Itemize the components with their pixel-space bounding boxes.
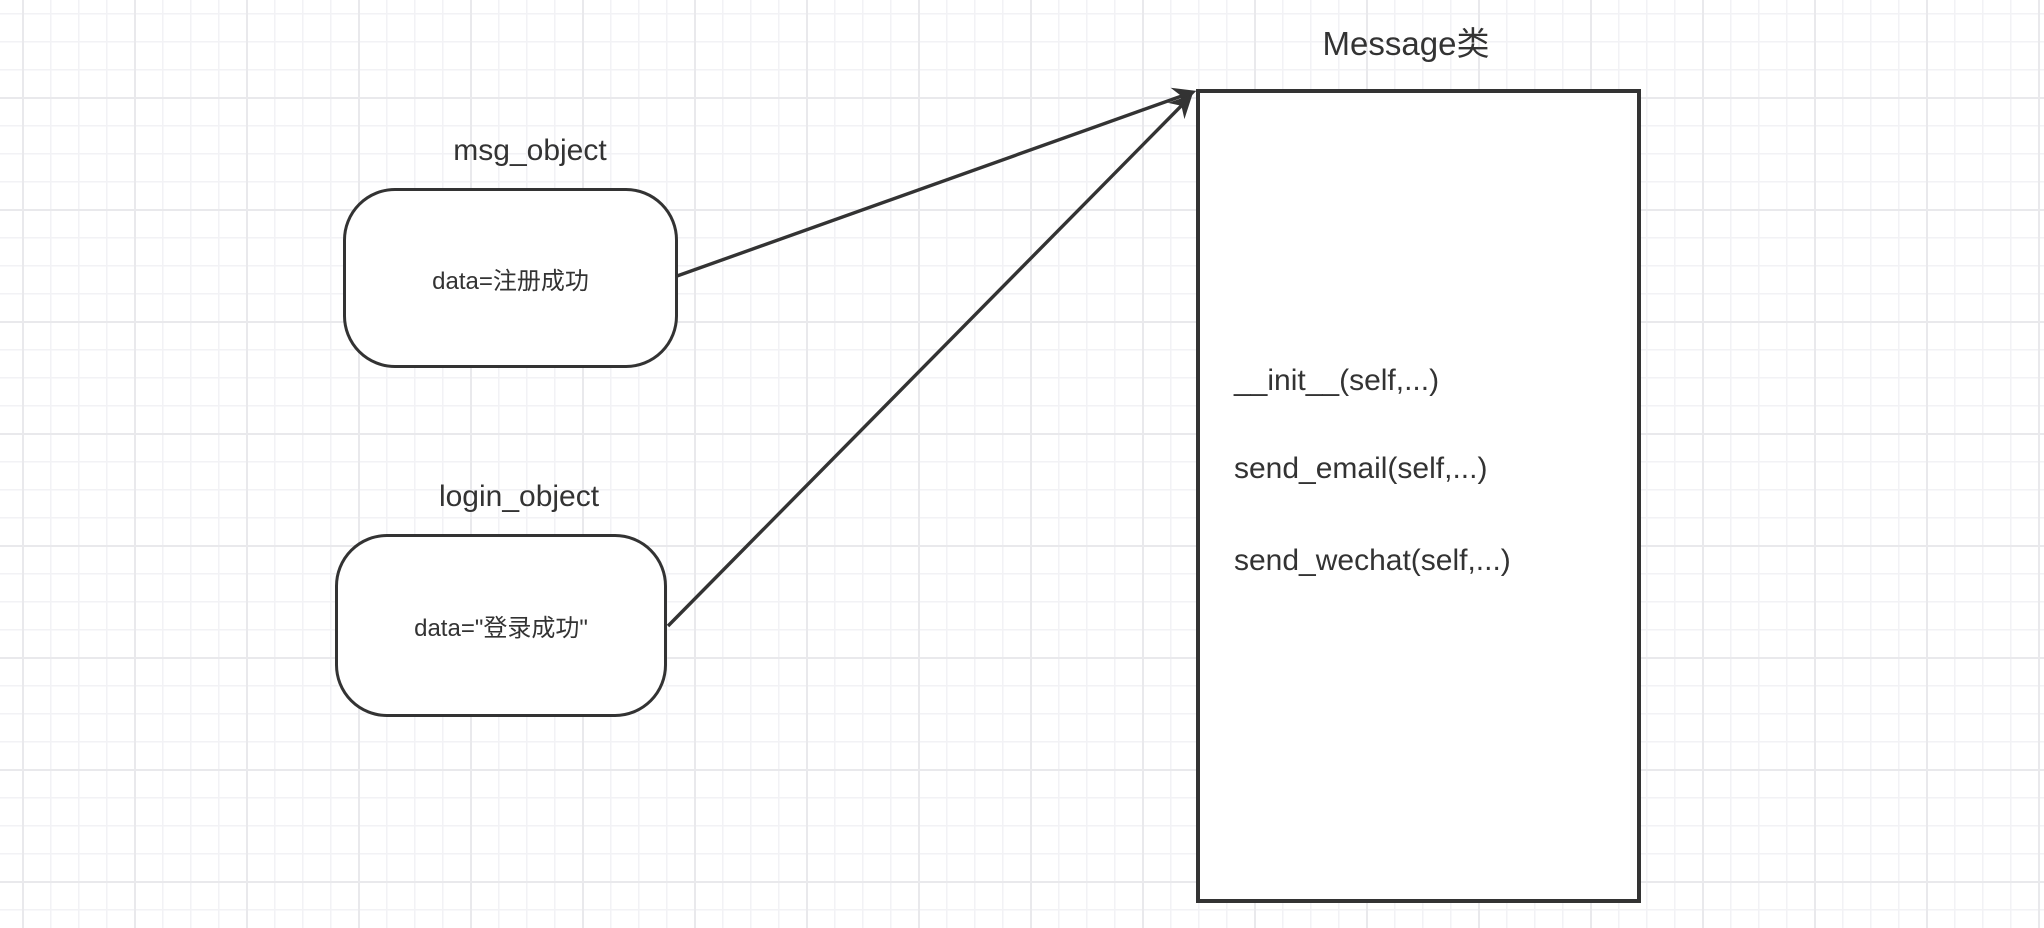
- message-class-title[interactable]: Message类: [1322, 25, 1490, 62]
- login-object-node[interactable]: data="登录成功": [335, 534, 667, 717]
- msg-object-title[interactable]: msg_object: [453, 134, 607, 167]
- method-send-email: send_email(self,...): [1234, 452, 1488, 485]
- msg-object-body: data=注册成功: [432, 267, 589, 295]
- edge-login-to-message-class[interactable]: [666, 94, 1193, 628]
- edge-msg-to-message-class[interactable]: [676, 87, 1197, 278]
- login-object-title[interactable]: login_object: [438, 480, 600, 513]
- method-init: __init__(self,...): [1234, 364, 1440, 397]
- method-send-wechat: send_wechat(self,...): [1234, 544, 1511, 577]
- message-class-node[interactable]: __init__(self,...) send_email(self,...) …: [1196, 89, 1641, 903]
- msg-object-node[interactable]: data=注册成功: [343, 188, 678, 368]
- login-object-body: data="登录成功": [414, 615, 588, 642]
